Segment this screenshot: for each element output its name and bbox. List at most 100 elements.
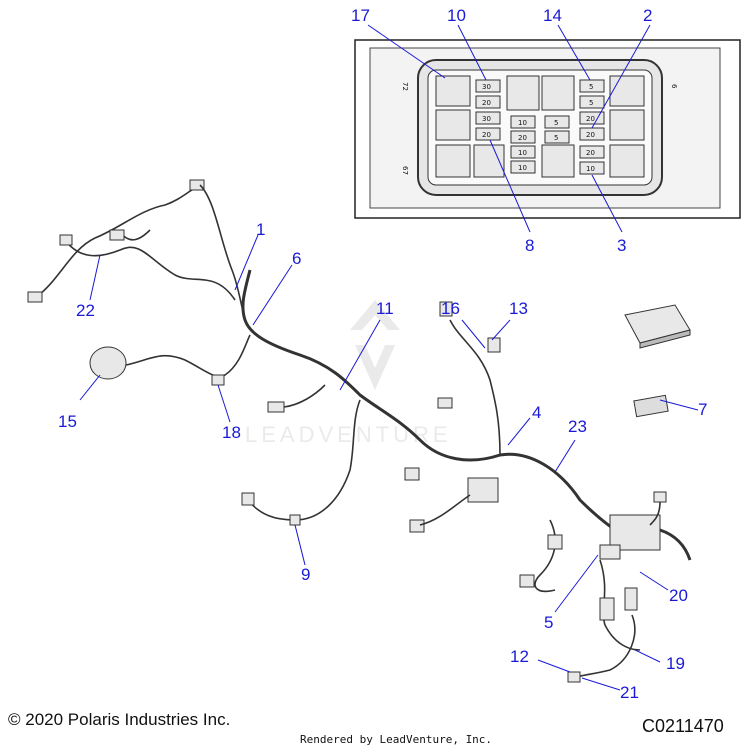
leader-line: [217, 384, 231, 423]
svg-text:10: 10: [518, 164, 527, 172]
harness-branch: [34, 184, 201, 299]
diagram-id: C0211470: [642, 716, 724, 736]
fuse: 30: [475, 79, 501, 93]
relay: [609, 109, 645, 141]
leader-line: [89, 254, 101, 301]
harness-branch: [247, 399, 361, 521]
connector: [109, 229, 125, 241]
relay: [506, 75, 540, 111]
connector: [289, 514, 301, 526]
connector: [409, 519, 425, 533]
callout-9: 9: [301, 565, 310, 584]
leader-line: [554, 554, 599, 613]
svg-text:5: 5: [589, 99, 593, 107]
relay: [609, 75, 645, 107]
svg-text:20: 20: [482, 131, 491, 139]
connector: [241, 492, 255, 506]
connector: [567, 671, 581, 683]
harness-branch: [64, 239, 236, 301]
svg-text:20: 20: [518, 134, 527, 142]
fuse: 10: [579, 161, 605, 175]
fuse-box-side-label-left-bottom: 67: [401, 166, 409, 175]
harness-branch: [659, 528, 692, 561]
relay: [609, 144, 645, 178]
svg-text:30: 30: [482, 83, 491, 91]
connector: [189, 179, 205, 191]
leader-line: [367, 24, 446, 79]
fuse-label-decal: [633, 394, 669, 418]
sensor-module: [89, 346, 127, 380]
connector: [519, 574, 535, 588]
watermark: LEADVENTURE: [245, 300, 448, 447]
fuse: 5: [544, 130, 570, 144]
fuse-box-side-label-left: 72: [401, 82, 409, 91]
fuse: 5: [579, 79, 605, 93]
leader-line: [252, 264, 293, 326]
callout-2: 2: [643, 6, 652, 25]
callout-13: 13: [509, 299, 528, 318]
callout-15: 15: [58, 412, 77, 431]
fuse-box-cover-edge: [639, 329, 691, 349]
connector: [27, 291, 43, 303]
harness-branch: [419, 494, 471, 526]
harness-branch: [125, 334, 251, 378]
fuse: 10: [510, 145, 536, 159]
callout-7: 7: [698, 400, 707, 419]
fuse: 20: [579, 145, 605, 159]
relay: [541, 75, 575, 111]
callout-19: 19: [666, 654, 685, 673]
svg-text:5: 5: [589, 83, 593, 91]
fuse-box-inset: 72 67 6 30 20 30 20 10 20 10 10 5 5 5 5 …: [354, 24, 741, 233]
fuse: 20: [510, 130, 536, 144]
harness-branch: [534, 519, 556, 593]
harness-branch: [574, 614, 636, 679]
fuse: 20: [579, 111, 605, 125]
connector: [624, 587, 638, 611]
leader-line: [294, 524, 306, 566]
fuse: 5: [544, 115, 570, 129]
callout-10: 10: [447, 6, 466, 25]
callout-11: 11: [376, 299, 394, 318]
leader-line: [339, 319, 381, 391]
connector: [487, 337, 501, 353]
callout-18: 18: [222, 423, 241, 442]
connector: [653, 491, 667, 503]
copyright-text: © 2020 Polaris Industries Inc.: [8, 710, 231, 729]
watermark-v-icon: [355, 345, 395, 390]
callout-17: 17: [351, 6, 370, 25]
svg-text:5: 5: [554, 134, 558, 142]
leader-line: [659, 399, 699, 411]
connector: [59, 234, 73, 246]
harness-branch: [649, 501, 661, 526]
callout-14: 14: [543, 6, 562, 25]
svg-text:20: 20: [586, 149, 595, 157]
leader-line: [557, 24, 591, 81]
leader-line: [234, 234, 259, 291]
svg-text:20: 20: [586, 115, 595, 123]
callout-5: 5: [544, 613, 553, 632]
callout-20: 20: [669, 586, 688, 605]
leader-line: [639, 571, 669, 591]
svg-text:20: 20: [586, 131, 595, 139]
connector: [211, 374, 225, 386]
callout-3: 3: [617, 236, 626, 255]
leader-line: [489, 139, 531, 233]
leader-line: [491, 319, 511, 341]
connector: [547, 534, 563, 550]
callout-4: 4: [532, 403, 541, 422]
fuse: 30: [475, 111, 501, 125]
harness-branch: [199, 184, 246, 321]
callout-1: 1: [256, 220, 265, 239]
svg-text:30: 30: [482, 115, 491, 123]
connector: [267, 401, 285, 413]
leader-line: [461, 319, 486, 349]
fuse: 10: [510, 115, 536, 129]
connector: [599, 544, 621, 560]
harness-main-trunk: [241, 269, 641, 547]
fuse: 20: [475, 127, 501, 141]
connector: [439, 301, 453, 317]
leader-line: [537, 659, 571, 673]
harness-branch: [283, 384, 326, 408]
rendered-by-text: Rendered by LeadVenture, Inc.: [300, 733, 493, 746]
callouts: 17 10 14 2 8 3 1 6 11 16 13 4 23 7 22 15…: [58, 6, 707, 702]
